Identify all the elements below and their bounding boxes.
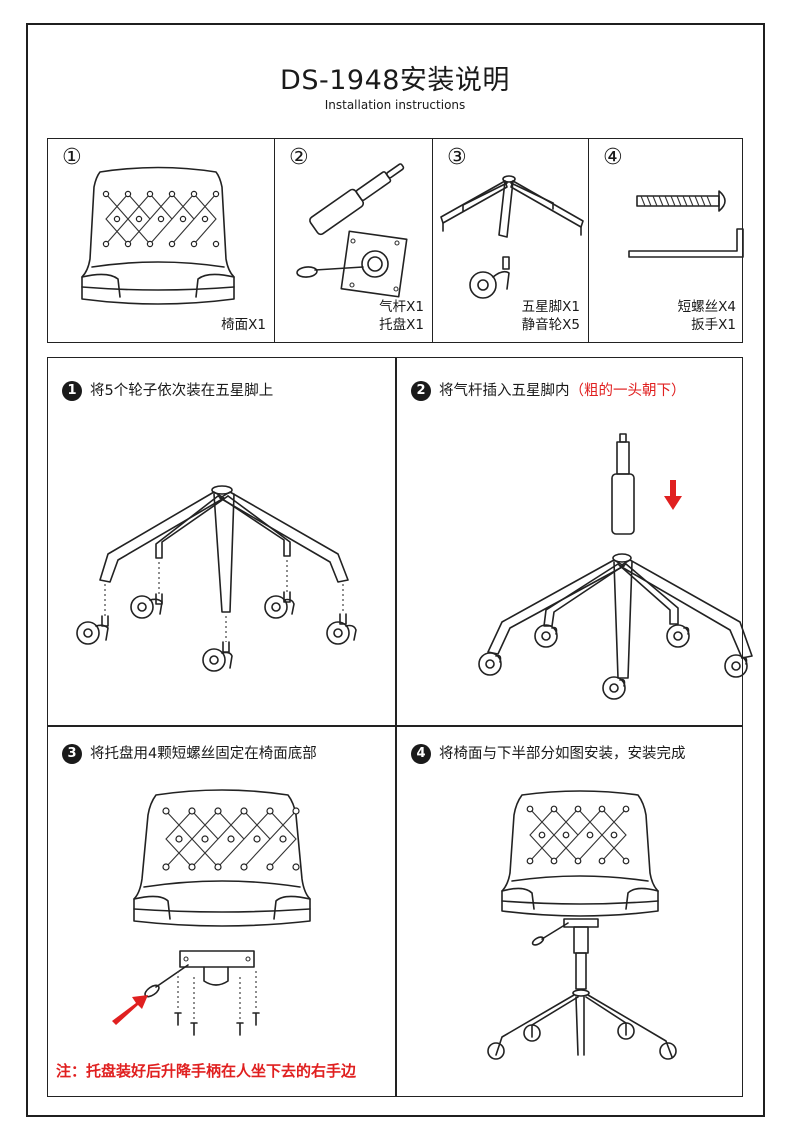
part-item-gas-lift: ② 气杆X1 托盘X1	[274, 139, 432, 342]
assembled-chair-illustration	[396, 725, 743, 1055]
chair-seat-icon	[48, 139, 274, 344]
part-label: 椅面X1	[221, 316, 266, 334]
part-label: 短螺丝X4 扳手X1	[678, 298, 736, 334]
part-item-star-base: ③ 五星脚X1 静音轮X5	[432, 139, 588, 342]
tray-to-seat-illustration	[48, 725, 395, 1055]
star-base-with-wheels-illustration	[48, 358, 395, 725]
assembly-note: 注：托盘装好后升降手柄在人坐下去的右手边	[56, 1060, 356, 1081]
part-label: 气杆X1 托盘X1	[379, 298, 424, 334]
page-title: DS-1948安装说明	[0, 58, 790, 97]
parts-list: ① 椅面X1 ②	[47, 138, 743, 343]
steps-grid: 1 将5个轮子依次装在五星脚上	[47, 357, 743, 1097]
gas-lift-into-base-illustration	[396, 358, 743, 725]
part-item-seat: ① 椅面X1	[48, 139, 274, 342]
part-label: 五星脚X1 静音轮X5	[522, 298, 580, 334]
page-subtitle: Installation instructions	[0, 98, 790, 112]
part-item-screws: ④ 短螺丝X4 扳手X1	[588, 139, 744, 342]
